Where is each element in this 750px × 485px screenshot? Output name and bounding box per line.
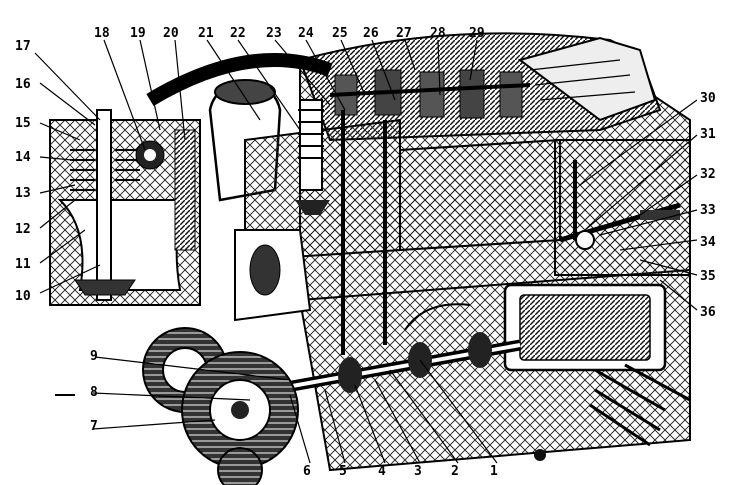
callout-30: 30	[700, 91, 716, 106]
callout-22: 22	[230, 26, 246, 41]
callout-2: 2	[451, 464, 459, 479]
mounting-studs	[55, 363, 691, 461]
callout-9: 9	[90, 349, 98, 364]
callout-25: 25	[332, 26, 348, 41]
timing-cover-plate	[234, 229, 312, 322]
callout-6: 6	[303, 464, 311, 479]
callout-36: 36	[700, 305, 716, 320]
callout-19: 19	[130, 26, 146, 41]
callout-35: 35	[700, 269, 716, 284]
callout-7: 7	[90, 419, 98, 434]
callout-28: 28	[430, 26, 446, 41]
callout-29: 29	[469, 26, 485, 41]
callout-8: 8	[90, 385, 98, 400]
callout-1: 1	[490, 464, 498, 479]
callout-31: 31	[700, 127, 716, 142]
callout-26: 26	[363, 26, 379, 41]
rocker-cutaway	[554, 139, 691, 276]
cylinder-section	[244, 99, 401, 262]
callout-12: 12	[15, 222, 31, 237]
leader-lines	[34, 39, 698, 464]
camshaft	[269, 303, 521, 396]
callout-labels: 1 2 3 4 5 6 7 8 9 10 11 12 13 14 15 16 1…	[15, 26, 716, 479]
callout-16: 16	[15, 77, 31, 92]
callout-17: 17	[15, 39, 31, 54]
callout-13: 13	[15, 186, 31, 201]
callout-27: 27	[396, 26, 412, 41]
callout-10: 10	[15, 289, 31, 304]
callout-3: 3	[414, 464, 422, 479]
callout-11: 11	[15, 257, 31, 272]
valve-section-inset	[49, 109, 201, 306]
callout-18: 18	[94, 26, 110, 41]
callout-24: 24	[298, 26, 314, 41]
callout-21: 21	[198, 26, 214, 41]
callout-32: 32	[700, 167, 716, 182]
push-rods	[341, 110, 387, 355]
callout-14: 14	[15, 150, 31, 165]
callout-5: 5	[339, 464, 347, 479]
callout-33: 33	[700, 203, 716, 218]
callout-34: 34	[700, 235, 716, 250]
rocker-arm-row	[329, 69, 531, 119]
callout-4: 4	[378, 464, 386, 479]
callout-20: 20	[163, 26, 179, 41]
timing-gears	[142, 327, 299, 485]
callout-15: 15	[15, 116, 31, 131]
callout-23: 23	[266, 26, 282, 41]
side-cover-plate	[503, 283, 667, 372]
